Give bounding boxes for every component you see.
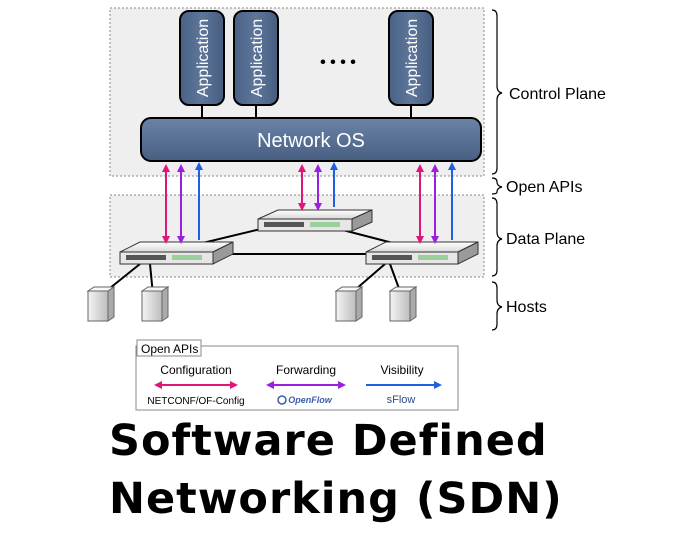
network-os-box xyxy=(140,117,482,162)
hosts-brace xyxy=(491,281,503,331)
application-box: Application xyxy=(179,10,225,118)
switch-icon xyxy=(365,241,479,265)
open-apis-brace xyxy=(491,177,503,195)
switch-icon xyxy=(119,241,234,265)
open-apis-label: Open APIs xyxy=(506,179,583,196)
data-plane-label: Data Plane xyxy=(506,231,585,248)
legend-configuration-label: Configuration xyxy=(160,363,231,377)
control-plane-brace xyxy=(491,9,503,175)
legend-configuration-sub: NETCONF/OF-Config xyxy=(147,396,244,407)
title-line-1: Software Defined xyxy=(109,416,548,466)
ellipsis-dots: • • • • xyxy=(320,54,356,71)
openflow-logo-icon xyxy=(277,395,287,405)
server-icon xyxy=(334,286,364,322)
application-label: Application xyxy=(404,19,421,97)
legend-visibility-label: Visibility xyxy=(380,363,423,377)
application-label: Application xyxy=(195,19,212,97)
server-icon xyxy=(140,286,170,322)
data-plane-brace xyxy=(491,197,503,277)
network-os-label: Network OS xyxy=(257,130,365,152)
legend-forwarding-label: Forwarding xyxy=(276,363,336,377)
server-icon xyxy=(86,286,116,322)
control-plane-label: Control Plane xyxy=(509,86,606,103)
application-label: Application xyxy=(249,19,266,97)
server-icon xyxy=(388,286,418,322)
legend-visibility-sub: sFlow xyxy=(387,394,416,406)
switch-icon xyxy=(257,209,373,232)
application-box: Application xyxy=(388,10,434,118)
legend-title: Open APIs xyxy=(141,342,198,356)
legend-forwarding-sub: OpenFlow xyxy=(288,395,332,405)
legend-box: Open APIs Configuration NETCONF/OF-Confi… xyxy=(135,339,459,411)
hosts-label: Hosts xyxy=(506,299,547,316)
sdn-diagram: Application Application Application • • … xyxy=(86,7,606,411)
application-box: Application xyxy=(233,10,279,118)
title-line-2: Networking (SDN) xyxy=(109,474,563,524)
